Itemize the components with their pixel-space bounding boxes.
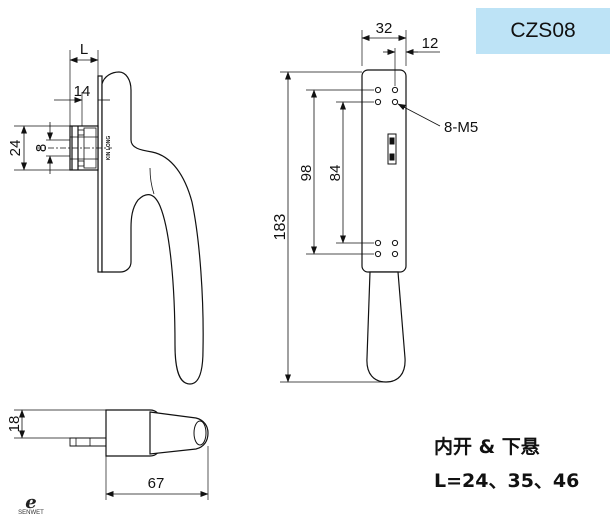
front-top-holes [374, 86, 399, 106]
side-handle-ridge [149, 167, 155, 195]
front-center-cutout [387, 133, 397, 165]
dim-front-84: 84 [327, 165, 344, 182]
product-code-label: CZS08 [476, 8, 610, 54]
front-bottom-holes [374, 239, 399, 258]
brand-logo: e SENWET [16, 492, 46, 526]
dim-front-32: 32 [376, 20, 393, 37]
dim-front-98: 98 [298, 165, 315, 182]
side-handle-profile [101, 71, 204, 385]
brand-mark-text: KIN LONG [106, 136, 112, 161]
brand-logo-caption: SENWET [18, 510, 44, 516]
dim-side-8: 8 [33, 144, 50, 152]
product-code-text: CZS08 [510, 19, 576, 42]
dim-side-L: L [80, 41, 88, 58]
opening-mode-note: 内开 & 下悬 [434, 436, 540, 458]
front-view [280, 30, 441, 383]
side-view [14, 50, 204, 385]
dim-side-14: 14 [74, 83, 91, 100]
thread-spec-label: 8-M5 [444, 119, 478, 136]
front-base-plate [361, 69, 407, 273]
dim-side-24: 24 [7, 140, 24, 157]
length-options-note: L=24、35、46 [434, 470, 580, 492]
bottom-knob [149, 411, 209, 455]
dim-front-12: 12 [422, 35, 439, 52]
bottom-view [14, 409, 209, 500]
dim-bottom-18: 18 [6, 416, 23, 433]
brand-logo-mark: e [25, 492, 36, 513]
brand-logo-letter: e [25, 492, 36, 512]
dim-front-183: 183 [272, 214, 289, 241]
front-handle-lever [366, 271, 406, 383]
dim-bottom-67: 67 [148, 475, 165, 492]
